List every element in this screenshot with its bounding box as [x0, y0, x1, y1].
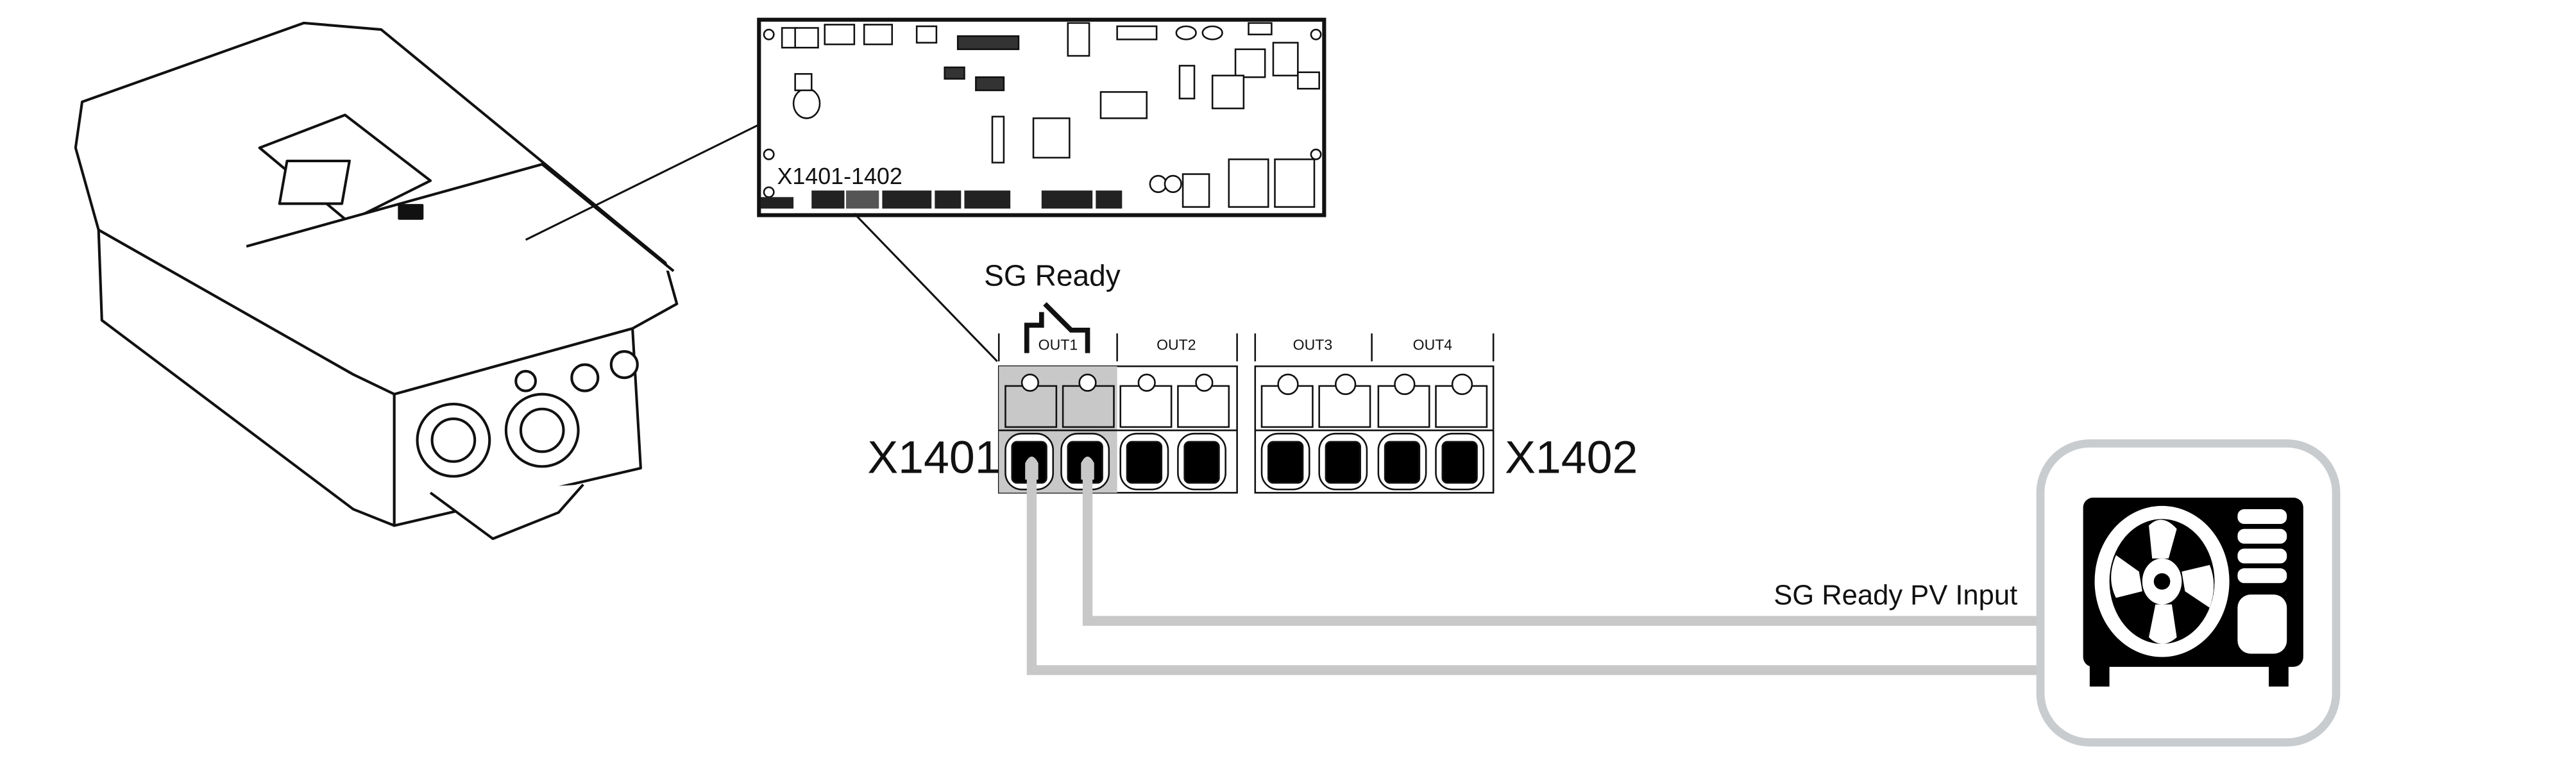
connector-label-x1402: X1402	[1505, 432, 1638, 484]
wire-out1-a	[1026, 463, 2041, 675]
pcb-connector-label: X1401-1402	[777, 164, 902, 189]
terminal-block-x1402	[1254, 365, 1495, 494]
sg-ready-title: SG Ready	[984, 259, 1121, 292]
terminal-dividers	[997, 333, 1495, 362]
inverter	[74, 21, 679, 541]
wire-ends	[1025, 457, 1094, 480]
output-label-out2: OUT2	[1157, 337, 1196, 353]
heat-pump-icon	[2083, 498, 2303, 687]
output-label-out4: OUT4	[1413, 337, 1453, 353]
wire-label: SG Ready PV Input	[1774, 580, 2017, 611]
control-board	[757, 17, 1326, 217]
relay-switch-icon	[1024, 302, 1090, 353]
terminal-block-x1401	[997, 365, 1238, 494]
leader-line	[525, 110, 786, 241]
connector-label-x1401: X1401	[867, 432, 1000, 484]
output-label-out1: OUT1	[1038, 337, 1078, 353]
wire-out1-b	[1082, 463, 2041, 626]
output-label-out3: OUT3	[1293, 337, 1332, 353]
leader-line	[853, 212, 998, 362]
